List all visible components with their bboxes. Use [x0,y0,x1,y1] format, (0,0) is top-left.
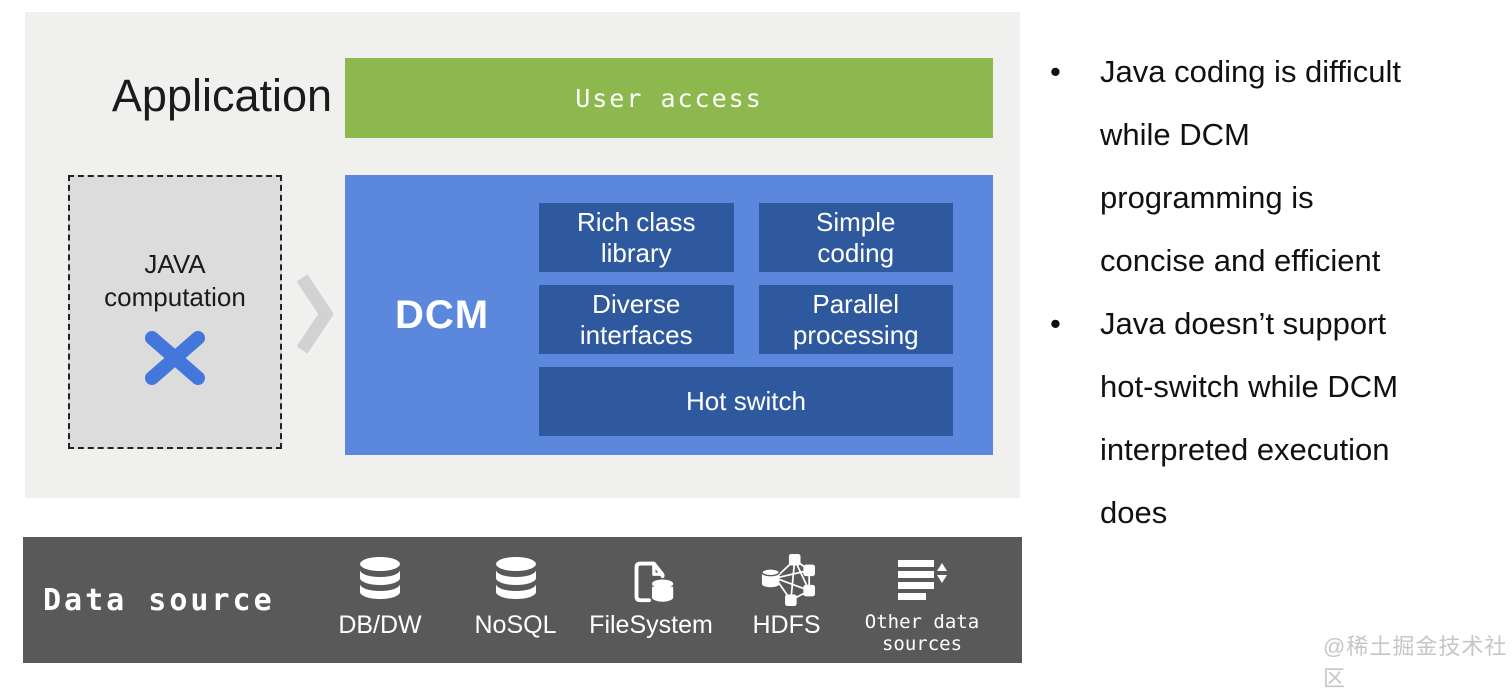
bullet-dot: • [1050,306,1061,341]
file-database-icon [624,551,678,609]
note-text-1: Java coding is difficult while DCM progr… [1100,54,1401,278]
java-computation-label: JAVA computation [104,248,246,312]
dcm-label: DCM [395,292,490,337]
java-computation-box: JAVA computation [68,175,282,449]
data-source-item-other: Other data sources [857,551,987,655]
note-bullet-1: • Java coding is difficult while DCM pro… [1050,40,1490,292]
data-source-item-label: FileSystem [589,611,713,639]
architecture-diagram-panel: Application User access JAVA computation… [25,12,1020,498]
feature-hot-switch: Hot switch [539,367,953,436]
data-source-item-label: HDFS [752,611,821,639]
user-access-label: User access [575,83,763,113]
data-source-item-hdfs: HDFS [722,551,852,655]
note-text-2: Java doesn’t support hot-switch while DC… [1100,306,1399,530]
x-mark-icon [143,330,207,391]
dcm-box: DCM Rich class library Simple coding Div… [345,175,993,455]
data-source-item-dbdw: DB/DW [315,551,445,655]
data-source-items: DB/DW NoSQL Fi [315,551,987,655]
dcm-feature-grid: Rich class library Simple coding Diverse… [539,203,953,436]
application-label: Application [111,70,333,121]
data-source-item-label: DB/DW [338,611,422,639]
feature-parallel-processing: Parallel processing [758,285,953,354]
data-source-item-filesystem: FileSystem [586,551,716,655]
feature-diverse-interfaces: Diverse interfaces [539,285,734,354]
data-source-bar: Data source DB/DW NoSQL [23,537,1022,663]
bullet-dot: • [1050,54,1061,89]
hdfs-cluster-icon [758,551,816,609]
data-source-item-nosql: NoSQL [451,551,581,655]
database-icon [356,551,404,609]
user-access-bar: User access [345,58,993,138]
note-bullet-2: • Java doesn’t support hot-switch while … [1050,292,1490,544]
watermark: @稀土掘金技术社区 [1323,634,1508,691]
feature-rich-class-library: Rich class library [539,203,734,272]
data-source-item-label: NoSQL [474,611,557,639]
data-source-title: Data source [43,582,275,618]
chevron-right-icon [296,272,334,361]
feature-simple-coding: Simple coding [758,203,953,272]
notes-list: • Java coding is difficult while DCM pro… [1050,40,1490,544]
data-source-item-label: Other data sources [864,611,980,655]
database-icon [492,551,540,609]
list-sort-icon [896,551,948,609]
